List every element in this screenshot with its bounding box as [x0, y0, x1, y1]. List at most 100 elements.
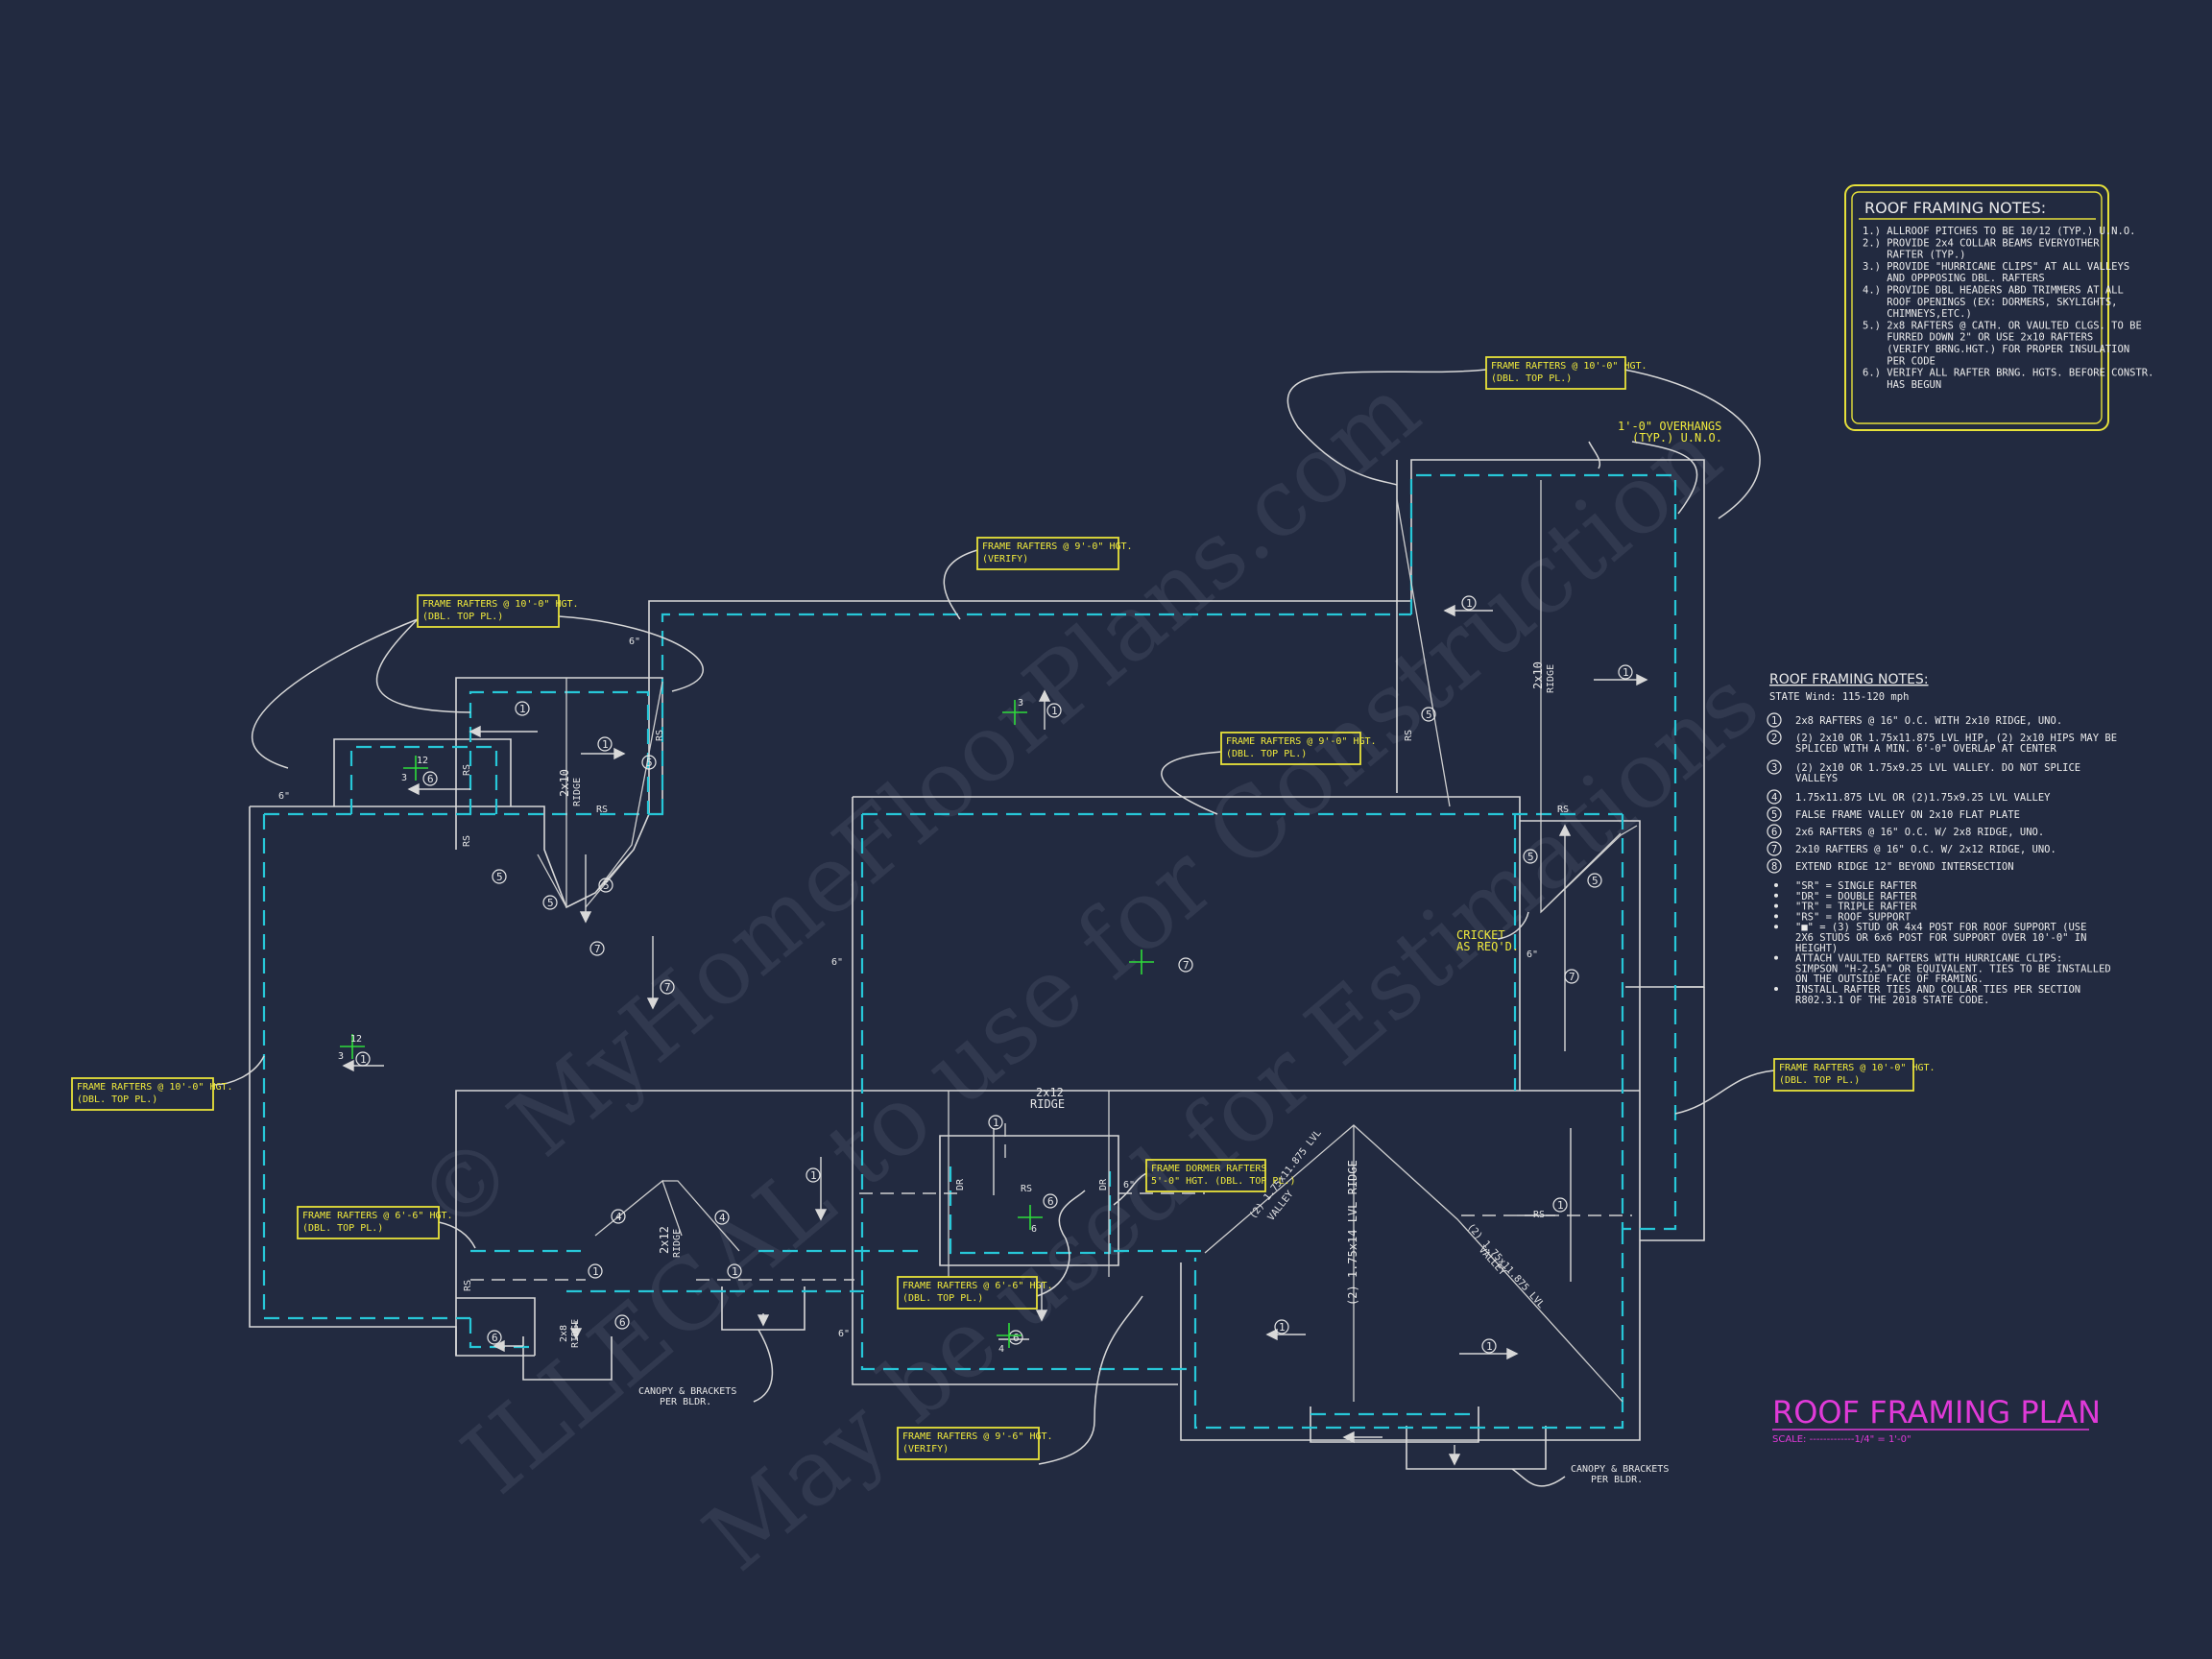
- svg-text:1: 1: [602, 738, 609, 751]
- legend-item-number: 4: [1771, 792, 1777, 804]
- svg-text:5: 5: [646, 757, 653, 769]
- legend-item-number: 6: [1771, 827, 1777, 838]
- svg-text:FRAME RAFTERS @ 9'-6" HGT.: FRAME RAFTERS @ 9'-6" HGT.: [902, 1431, 1053, 1442]
- svg-text:5: 5: [1592, 875, 1599, 887]
- legend-bullet: "SR" = SINGLE RAFTER: [1774, 880, 1917, 892]
- legend-bullet: "RS" = ROOF SUPPORT: [1774, 911, 1911, 923]
- rs-label-5: RS: [655, 730, 665, 741]
- legend-item-text: 2x8 RAFTERS @ 16" O.C. WITH 2x10 RIDGE, …: [1795, 715, 2062, 727]
- legend-bullet: HEIGHT): [1795, 943, 1838, 954]
- notes-box-line: 1.) ALLROOF PITCHES TO BE 10/12 (TYP.) U…: [1863, 226, 2135, 237]
- svg-text:FRAME RAFTERS @ 10'-0" HGT.: FRAME RAFTERS @ 10'-0" HGT.: [422, 599, 579, 610]
- legend-item-text-cont: VALLEYS: [1795, 773, 1838, 784]
- legend-bullet: ATTACH VAULTED RAFTERS WITH HURRICANE CL…: [1774, 953, 2062, 965]
- svg-text:1: 1: [732, 1265, 738, 1278]
- overhang-label-1: 1'-0" OVERHANGS: [1618, 420, 1721, 433]
- legend-bullet: 2X6 STUDS OR 6x6 POST FOR SUPPORT OVER 1…: [1795, 932, 2086, 944]
- svg-text:1: 1: [810, 1169, 817, 1182]
- svg-text:(VERIFY): (VERIFY): [982, 554, 1028, 565]
- svg-text:(DBL. TOP PL.): (DBL. TOP PL.): [902, 1293, 983, 1304]
- roof-framing-legend: ROOF FRAMING NOTES: STATE Wind: 115-120 …: [1767, 672, 2117, 1006]
- svg-text:5'-0" HGT. (DBL. TOP PL.): 5'-0" HGT. (DBL. TOP PL.): [1151, 1176, 1296, 1187]
- legend-item-text: (2) 2x10 OR 1.75x11.875 LVL HIP, (2) 2x1…: [1795, 733, 2117, 744]
- legend-bullet-text: INSTALL RAFTER TIES AND COLLAR TIES PER …: [1795, 984, 2080, 996]
- legend-item: 2 (2) 2x10 OR 1.75x11.875 LVL HIP, (2) 2x…: [1767, 730, 2117, 755]
- svg-text:1: 1: [1051, 705, 1058, 717]
- pitch-3: 3: [401, 773, 407, 783]
- notes-box-line: 5.) 2x8 RAFTERS @ CATH. OR VAULTED CLGS.…: [1863, 320, 2142, 331]
- legend-bullet: "■" = (3) STUD OR 4x4 POST FOR ROOF SUPP…: [1774, 922, 2086, 933]
- ridge-size-2x10-left: 2x10: [558, 769, 571, 797]
- ridge-label-left: RIDGE: [572, 778, 583, 806]
- svg-text:1: 1: [360, 1053, 367, 1066]
- roof-framing-notes-box: ROOF FRAMING NOTES: 1.) ALLROOF PITCHES …: [1844, 184, 2153, 431]
- legend-bullet-text: ON THE OUTSIDE FACE OF FRAMING.: [1795, 974, 1984, 985]
- svg-text:FRAME RAFTERS @ 10'-0" HGT.: FRAME RAFTERS @ 10'-0" HGT.: [1779, 1063, 1936, 1073]
- legend-item-text: FALSE FRAME VALLEY ON 2x10 FLAT PLATE: [1795, 809, 2020, 821]
- svg-text:6: 6: [492, 1332, 498, 1344]
- cricket-label-1: CRICKET: [1456, 928, 1505, 942]
- ridge-label-2x8: RIDGE: [570, 1319, 581, 1348]
- tag-rafters-10ft-right: FRAME RAFTERS @ 10'-0" HGT. (DBL. TOP PL…: [1773, 1058, 1936, 1092]
- notes-box-line: HAS BEGUN: [1863, 379, 1941, 391]
- tag-rafters-6ft6-center: FRAME RAFTERS @ 6'-6" HGT. (DBL. TOP PL.…: [897, 1276, 1053, 1310]
- ridge-size-2x12-left: 2x12: [658, 1226, 671, 1254]
- ridge-size-2x12: 2x12: [1036, 1086, 1064, 1099]
- legend-item-number: 3: [1771, 762, 1777, 774]
- legend-bullet: "DR" = DOUBLE RAFTER: [1774, 891, 1917, 902]
- roof-outline: [249, 459, 1705, 1470]
- svg-text:7: 7: [664, 981, 671, 994]
- canopy-label-1a: CANOPY & BRACKETS: [638, 1386, 736, 1397]
- svg-text:7: 7: [1569, 971, 1575, 983]
- plan-title: ROOF FRAMING PLAN: [1772, 1394, 2101, 1431]
- legend-item: 6 2x6 RAFTERS @ 16" O.C. W/ 2x8 RIDGE, UN…: [1767, 824, 2044, 839]
- svg-text:5: 5: [1527, 851, 1534, 863]
- svg-text:1: 1: [1486, 1340, 1493, 1353]
- leader-lines: [212, 369, 1775, 1487]
- rs-label-2: RS: [1557, 805, 1569, 815]
- tag-rafters-9ft6-verify: FRAME RAFTERS @ 9'-6" HGT. (VERIFY): [897, 1427, 1053, 1460]
- lvl-valley-right-a: (2) 1.75x11.875 LVL: [1465, 1222, 1547, 1310]
- dr-label-right: DR: [1098, 1178, 1109, 1190]
- svg-text:5: 5: [496, 871, 503, 883]
- legend-bullet-text: "TR" = TRIPLE RAFTER: [1795, 902, 1917, 913]
- legend-item-text: (2) 2x10 OR 1.75x9.25 LVL VALLEY. DO NOT…: [1795, 762, 2080, 774]
- rs-label-1: RS: [596, 805, 608, 815]
- pitch-12: 12: [417, 756, 428, 766]
- legend-item-text: EXTEND RIDGE 12" BEYOND INTERSECTION: [1795, 861, 2014, 873]
- pitch-3-b: 3: [338, 1051, 344, 1062]
- svg-text:FRAME RAFTERS @ 10'-0" HGT.: FRAME RAFTERS @ 10'-0" HGT.: [77, 1082, 233, 1093]
- svg-text:1: 1: [1466, 597, 1473, 610]
- legend-bullet: ON THE OUTSIDE FACE OF FRAMING.: [1795, 974, 1984, 985]
- legend-item-text: 2x6 RAFTERS @ 16" O.C. W/ 2x8 RIDGE, UNO…: [1795, 827, 2044, 838]
- legend-item: 5 FALSE FRAME VALLEY ON 2x10 FLAT PLATE: [1767, 806, 2020, 822]
- legend-item-text: 2x10 RAFTERS @ 16" O.C. W/ 2x12 RIDGE, U…: [1795, 844, 2056, 855]
- ridge-label-porch: RIDGE: [672, 1229, 683, 1258]
- legend-item-number: 2: [1771, 733, 1777, 744]
- notes-box-line: ROOF OPENINGS (EX: DORMERS, SKYLIGHTS,: [1863, 297, 2118, 308]
- six-inch-3: 6": [831, 957, 843, 968]
- rafter-arrows: [342, 604, 1648, 1466]
- canopy-label-2a: CANOPY & BRACKETS: [1571, 1464, 1669, 1475]
- svg-text:4: 4: [719, 1212, 726, 1224]
- notes-box-line: PER CODE: [1863, 355, 1936, 367]
- svg-text:1: 1: [592, 1265, 599, 1278]
- notes-box-line: FURRED DOWN 2" OR USE 2x10 RAFTERS: [1863, 332, 2093, 344]
- legend-item-number: 5: [1771, 809, 1777, 821]
- svg-text:7: 7: [594, 943, 601, 955]
- svg-text:6: 6: [1013, 1332, 1020, 1344]
- notes-box-line: 4.) PROVIDE DBL HEADERS ABD TRIMMERS AT …: [1863, 285, 2124, 297]
- six-inch-6: 6": [838, 1329, 850, 1339]
- legend-item-number: 1: [1771, 715, 1777, 727]
- legend-wind: STATE Wind: 115-120 mph: [1769, 691, 1909, 703]
- eave-lines: [262, 473, 1677, 1430]
- rs-label-4: RS: [1533, 1210, 1545, 1220]
- tag-rafters-10ft-top-right: FRAME RAFTERS @ 10'-0" HGT. (DBL. TOP PL…: [1485, 356, 1647, 390]
- legend-bullet-text: HEIGHT): [1795, 943, 1838, 954]
- framing-lines: [470, 480, 1638, 1403]
- watermark-line-2: ILLEGAL to use for Construction: [442, 399, 1742, 1515]
- six-inch-2: 6": [278, 791, 290, 802]
- canopy-label-1b: PER BLDR.: [660, 1397, 711, 1407]
- notes-box-line: RAFTER (TYP.): [1863, 250, 1965, 261]
